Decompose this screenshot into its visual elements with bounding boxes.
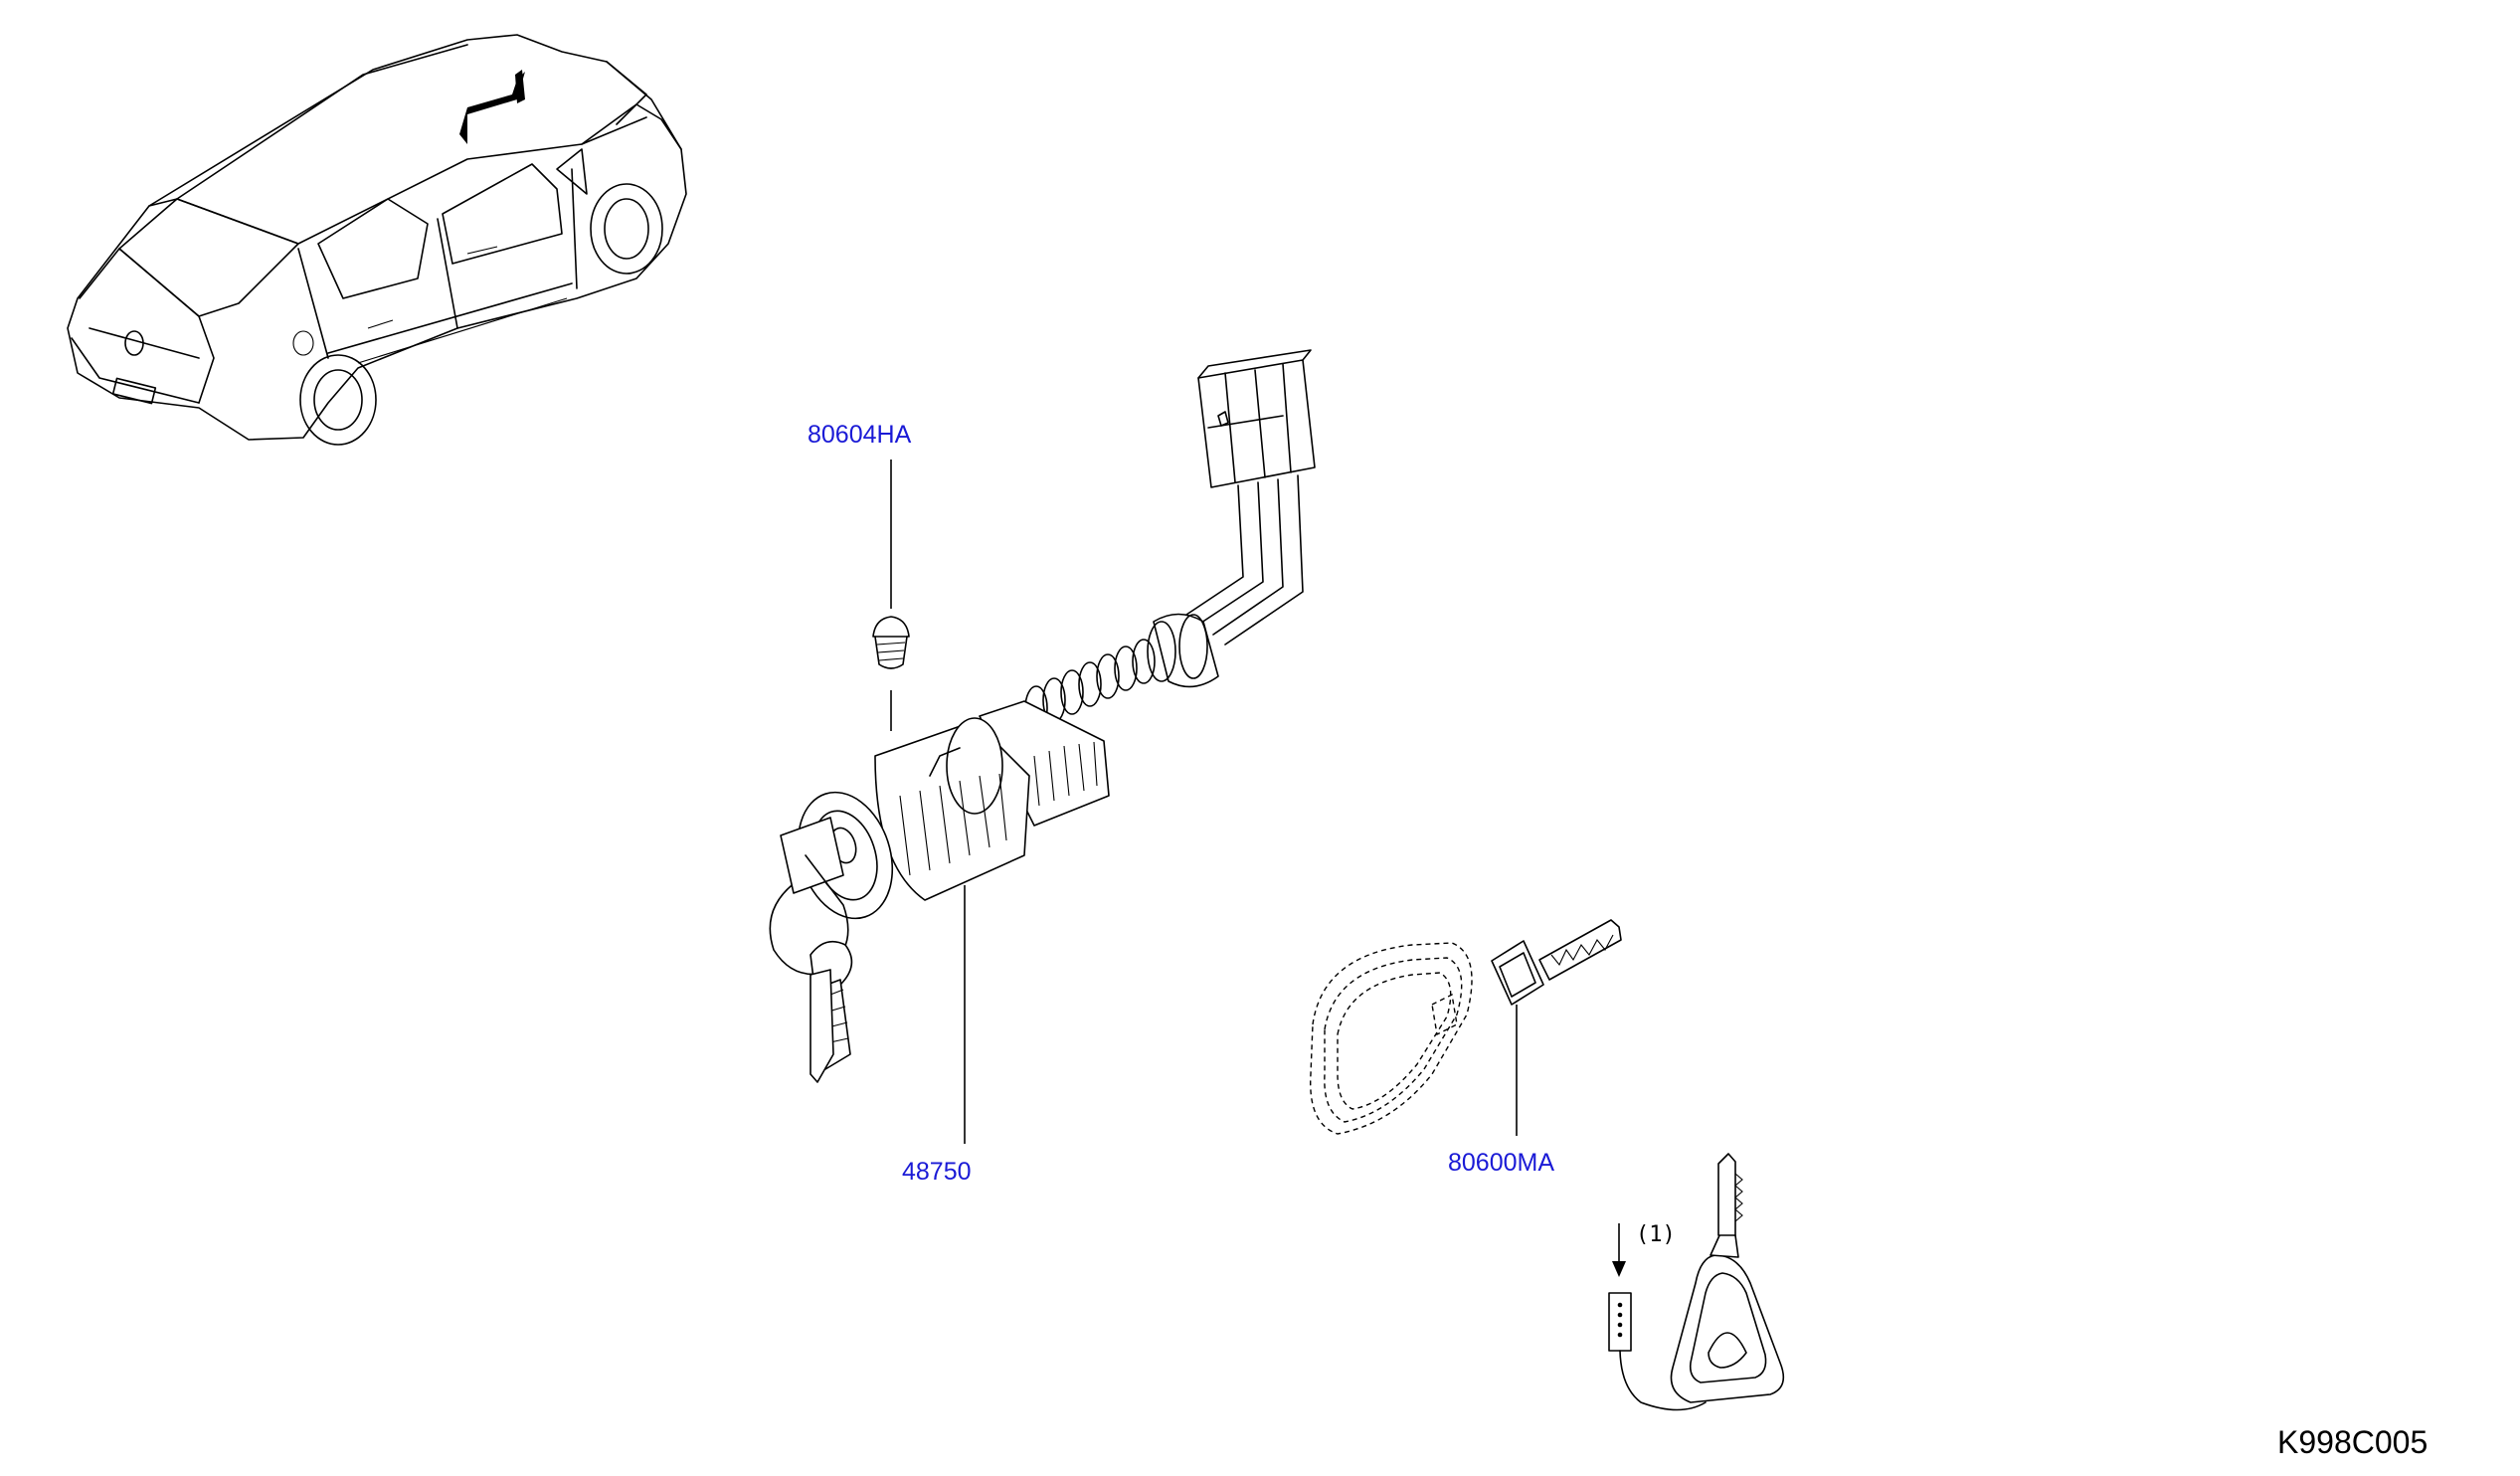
part-label-lock-cylinder-set[interactable]: 48750 (902, 1158, 972, 1186)
key-blank-part (1310, 919, 1622, 1136)
note-marker-text: (1) (1636, 1222, 1676, 1247)
diagram-code: K998C005 (2277, 1424, 2429, 1460)
lock-cylinder-part (769, 349, 1316, 1144)
part-label-screw[interactable]: 80604HA (808, 421, 912, 449)
screw-part (872, 460, 910, 731)
remote-key-detail: (1) (1608, 1153, 1785, 1411)
vehicle-location-illustration (67, 34, 687, 446)
part-label-key-blank[interactable]: 80600MA (1448, 1149, 1555, 1177)
